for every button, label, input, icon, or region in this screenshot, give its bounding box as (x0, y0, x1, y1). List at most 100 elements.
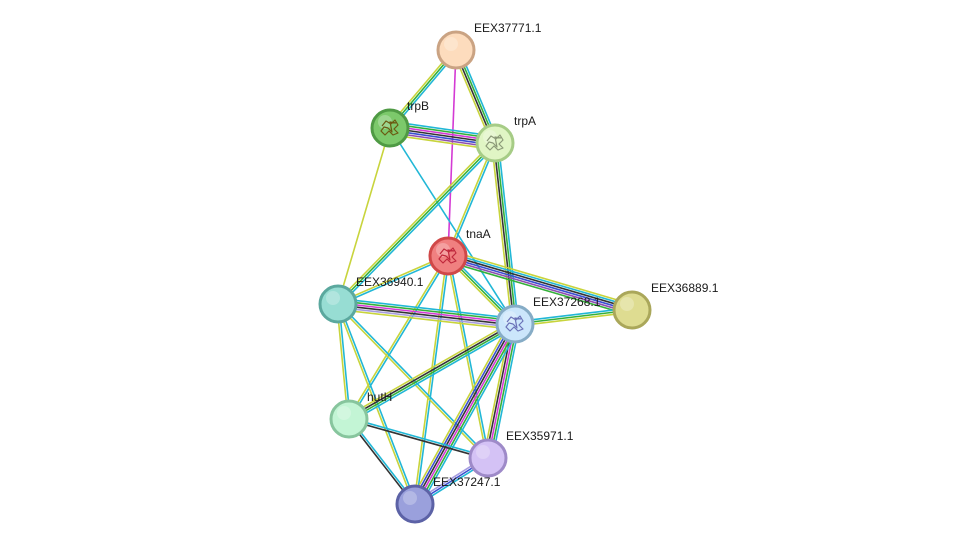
edge-line-cyan (491, 324, 521, 460)
edge-line-magenta (487, 323, 516, 459)
edge-line-cyan (339, 143, 498, 307)
edge-line-yellow (337, 127, 391, 305)
node-circle[interactable] (495, 304, 535, 344)
nodes-layer: tnaA EEX37771.1 trpB trpA EEX36940.1EEX37268… (318, 21, 719, 524)
edge-line-green (417, 325, 519, 506)
edge-line-yellow (337, 308, 515, 331)
edge-line-green (489, 324, 518, 459)
edge-line-green (349, 324, 516, 421)
edge-line-yellow (515, 311, 633, 327)
node-EEX36889.1[interactable]: EEX36889.1 (612, 281, 719, 330)
node-label: EEX35971.1 (506, 429, 574, 443)
edge-line-green (338, 299, 516, 322)
edge-line-cyan (349, 256, 450, 420)
node-EEX37771.1[interactable]: EEX37771.1 (436, 21, 542, 70)
node-tnaA[interactable]: tnaA (428, 227, 491, 276)
edge-hutH-EEX35971.1[interactable] (348, 417, 489, 460)
edge-line-blue (447, 256, 632, 312)
edge-line-magenta (415, 324, 517, 505)
edge-tnaA-EEX36940.1[interactable] (337, 254, 449, 306)
protein-structure-icon (485, 134, 504, 151)
protein-structure-icon (438, 247, 457, 264)
edge-line-yellow (409, 320, 511, 502)
node-EEX37268.1[interactable]: EEX37268.1 (495, 295, 601, 344)
node-EEX37247.1[interactable]: EEX37247.1 (395, 475, 501, 524)
edge-line-blue (411, 322, 513, 503)
node-circle[interactable] (329, 399, 369, 439)
node-label: EEX37771.1 (474, 21, 542, 35)
node-label: trpB (407, 99, 429, 113)
edge-line-cyan (448, 143, 497, 257)
node-highlight (444, 37, 458, 51)
edge-line-yellow (490, 143, 513, 325)
node-circle[interactable] (612, 290, 652, 330)
edge-trpB-EEX36940.1[interactable] (337, 127, 391, 305)
edge-line-cyan (448, 255, 490, 458)
edge-line-black (493, 143, 515, 325)
edge-line-green (446, 260, 631, 317)
edge-line-black (448, 254, 633, 310)
edge-EEX37268.1-EEX37247.1[interactable] (409, 320, 521, 508)
node-label: EEX36940.1 (356, 275, 424, 289)
node-label: EEX36889.1 (651, 281, 719, 295)
node-label: EEX37247.1 (433, 475, 501, 489)
node-circle[interactable] (395, 484, 435, 524)
node-circle[interactable] (436, 30, 476, 70)
edge-line-cyan (448, 252, 634, 308)
edge-line-cyan (350, 326, 518, 423)
node-trpB[interactable]: trpB (370, 99, 429, 148)
edge-line-black (348, 322, 515, 419)
edge-EEX37268.1-EEX36889.1[interactable] (514, 307, 633, 327)
edge-line-green (337, 142, 496, 305)
node-circle[interactable] (475, 123, 515, 163)
node-EEX35971.1[interactable]: EEX35971.1 (468, 429, 574, 478)
node-hutH[interactable]: hutH (329, 390, 392, 439)
edge-tnaA-EEX35971.1[interactable] (446, 255, 490, 459)
node-label: tnaA (466, 227, 491, 241)
edge-trpA-EEX36940.1[interactable] (335, 140, 498, 307)
edge-EEX37268.1-hutH[interactable] (346, 320, 518, 423)
edge-line-yellow (346, 320, 514, 417)
edge-tnaA-EEX37247.1[interactable] (413, 255, 450, 505)
node-highlight (326, 291, 340, 305)
edge-line-cyan (338, 297, 516, 320)
protein-structure-icon (505, 315, 524, 332)
edge-line-green (495, 142, 517, 324)
edge-line-black (348, 419, 488, 460)
edge-line-black (337, 304, 515, 326)
edge-tnaA-EEX36889.1[interactable] (446, 249, 634, 317)
edge-trpB-EEX37268.1[interactable] (389, 127, 516, 325)
edge-line-yellow (446, 256, 488, 459)
node-highlight (620, 297, 634, 311)
edge-line-yellow (335, 140, 494, 304)
node-circle[interactable] (318, 284, 358, 324)
edge-line-cyan (415, 256, 450, 505)
edge-line-green (514, 309, 633, 325)
edge-tnaA-hutH[interactable] (347, 255, 450, 420)
edge-trpA-EEX37268.1[interactable] (490, 142, 520, 325)
edge-line-purple (446, 258, 632, 314)
edge-line-cyan (419, 326, 521, 508)
edge-line-yellow (347, 255, 448, 419)
edge-line-yellow (449, 249, 634, 306)
node-highlight (403, 491, 417, 505)
node-label: hutH (367, 390, 392, 404)
node-circle[interactable] (468, 438, 508, 478)
edge-line-yellow (413, 255, 448, 504)
node-label: EEX37268.1 (533, 295, 601, 309)
node-circle[interactable] (428, 236, 468, 276)
node-circle[interactable] (370, 108, 410, 148)
node-label: trpA (514, 114, 536, 128)
edge-line-yellow (337, 254, 448, 304)
edge-line-black (413, 323, 515, 504)
node-EEX36940.1[interactable]: EEX36940.1 (318, 275, 424, 324)
edge-trpA-tnaA[interactable] (446, 142, 497, 257)
protein-structure-icon (380, 119, 399, 136)
edge-line-cyan (349, 417, 489, 458)
node-highlight (337, 406, 351, 420)
node-trpA[interactable]: trpA (475, 114, 536, 163)
edge-line-cyan (338, 256, 449, 306)
edge-EEX36940.1-EEX37268.1[interactable] (337, 297, 516, 331)
edge-line-cyan (497, 142, 520, 324)
